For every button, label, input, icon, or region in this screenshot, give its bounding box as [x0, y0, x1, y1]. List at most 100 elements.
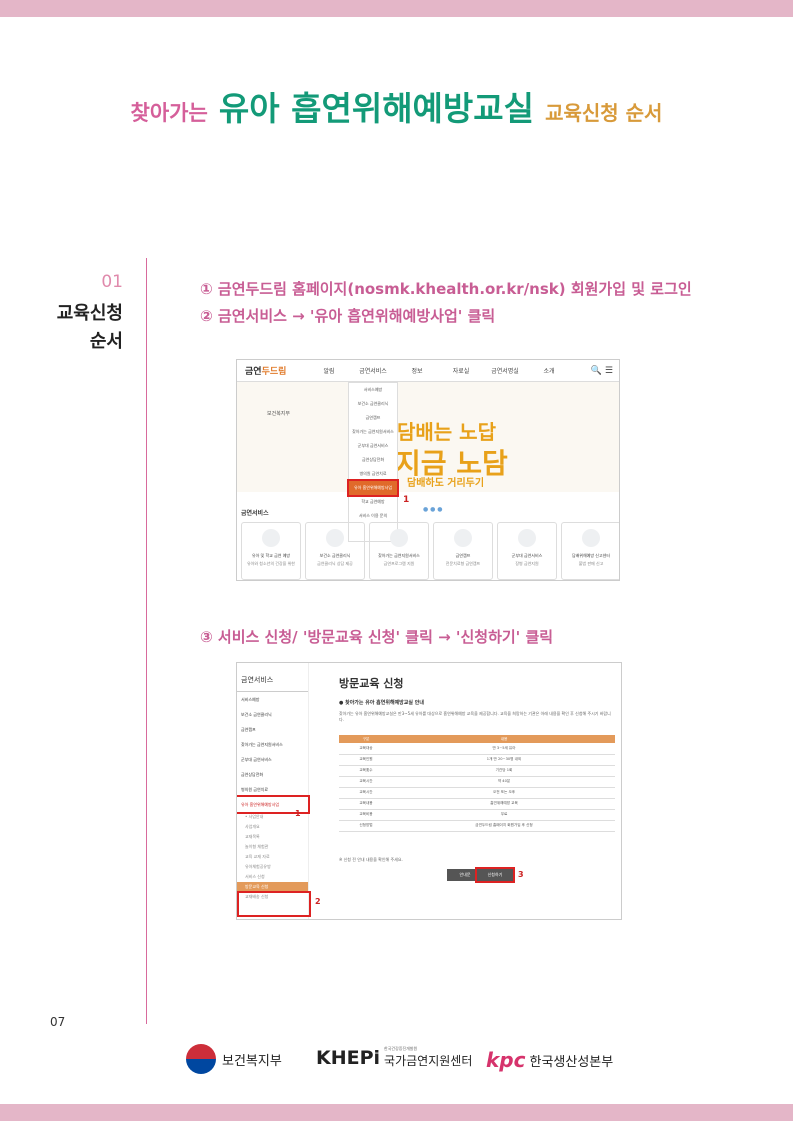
- dropdown-item[interactable]: 금연캠프: [365, 415, 381, 420]
- nav-item[interactable]: 알림: [323, 368, 335, 375]
- nav-item[interactable]: 정보: [411, 368, 423, 375]
- side-item[interactable]: 보건소 금연클리닉: [241, 712, 272, 717]
- step-label-line1: 교육신청: [56, 303, 123, 324]
- side-item[interactable]: 군부대 금연서비스: [241, 757, 272, 762]
- dropdown-item[interactable]: 학교 금연예방: [361, 499, 385, 504]
- content-subtitle: ● 찾아가는 유아 흡연위해예방교실 안내: [339, 700, 424, 706]
- side-subitem[interactable]: 교재배송 신청: [245, 894, 269, 899]
- side-subitem[interactable]: 교육 교재 자료: [245, 854, 270, 859]
- step-label: 교육신청 순서: [13, 300, 123, 356]
- table-header: 구분: [339, 735, 393, 743]
- title-suffix: 교육신청 순서: [545, 101, 663, 125]
- nav-item[interactable]: 금연서명실: [491, 368, 519, 375]
- taeguk-emblem-icon: [186, 1044, 216, 1074]
- apply-button[interactable]: 신청하기: [475, 867, 515, 883]
- step-marker: 1: [403, 495, 410, 505]
- page-title: 찾아가는 유아 흡연위해예방교실 교육신청 순서: [0, 82, 793, 130]
- side-item[interactable]: 금연상담전화: [241, 772, 264, 777]
- dropdown-item[interactable]: 서비스 이용 문의: [358, 513, 388, 518]
- highlight-box: [237, 891, 311, 917]
- nav-item[interactable]: 자료실: [452, 368, 470, 375]
- side-item[interactable]: 병의원 금연치료: [241, 787, 269, 792]
- side-menu-title: 금연서비스: [237, 663, 308, 692]
- side-subitem[interactable]: 놀이형 체험관: [245, 844, 269, 849]
- dropdown-item[interactable]: 금연상담전화: [361, 457, 385, 462]
- content-note: ※ 신청 전 안내 내용을 확인해 주세요.: [339, 857, 403, 862]
- instruction-3: ③ 서비스 신청/ '방문교육 신청' 클릭 → '신청하기' 클릭: [200, 628, 554, 646]
- dropdown-item[interactable]: 찾아가는 금연지원서비스: [352, 429, 394, 434]
- ministry-logo: 보건복지부: [267, 411, 291, 417]
- nav-item[interactable]: 소개: [543, 368, 555, 375]
- divider-line: [146, 258, 147, 1024]
- table-header: 내용: [393, 735, 615, 743]
- side-item[interactable]: 금연캠프: [241, 727, 256, 732]
- title-prefix: 찾아가는: [130, 101, 208, 125]
- step-number: 01: [101, 272, 123, 292]
- hero-text: 담배는 노답: [397, 420, 496, 444]
- screenshot-apply-page: 금연서비스 서비스예방 보건소 금연클리닉 금연캠프 찾아가는 금연지원서비스 …: [236, 662, 622, 920]
- side-item[interactable]: 서비스예방: [241, 697, 260, 702]
- hero-text: 담배하도 거리두기: [407, 478, 485, 489]
- page-number: 07: [50, 1015, 66, 1029]
- service-icon: [262, 529, 280, 547]
- service-icon: [390, 529, 408, 547]
- side-subitem-highlighted[interactable]: 방문교육 신청: [237, 882, 308, 892]
- step-marker: 2: [315, 897, 321, 906]
- nav-item[interactable]: 금연서비스: [359, 368, 387, 375]
- side-subheading[interactable]: • 사업안내: [245, 814, 264, 819]
- kpc-logo: kpc 한국생산성본부: [486, 1048, 614, 1072]
- screenshot-homepage: 금연두드림 알림 금연서비스 정보 자료실 금연서명실 소개 🔍 ☰ 보건복지부…: [236, 359, 620, 581]
- hero-banner: 보건복지부 담배는 노답 지금 노담 담배하도 거리두기 ● ● ●: [237, 382, 619, 513]
- side-subitem[interactable]: 유아체험공유방: [245, 864, 271, 869]
- guide-button[interactable]: 안내문: [447, 869, 483, 881]
- title-main: 유아 흡연위해예방교실: [218, 89, 534, 128]
- dropdown-item[interactable]: 서비스예방: [363, 387, 383, 392]
- side-subitem[interactable]: 사업개요: [245, 824, 260, 829]
- service-icon: [326, 529, 344, 547]
- top-band: [0, 0, 793, 17]
- site-logo[interactable]: 금연두드림: [245, 367, 287, 377]
- content-title: 방문교육 신청: [339, 677, 404, 690]
- step-label-line2: 순서: [89, 331, 123, 352]
- service-icon: [454, 529, 472, 547]
- instruction-2: ② 금연서비스 → '유아 흡연위해예방사업' 클릭: [200, 307, 496, 325]
- side-subitem[interactable]: 서비스 신청: [245, 874, 265, 879]
- instruction-1: ① 금연두드림 홈페이지(nosmk.khealth.or.kr/nsk) 회원…: [200, 280, 692, 298]
- dropdown-item[interactable]: 병의원 금연치료: [359, 471, 387, 476]
- side-item[interactable]: 찾아가는 금연지원서비스: [241, 742, 283, 747]
- service-icon: [582, 529, 600, 547]
- ministry-logo: 보건복지부: [186, 1044, 282, 1074]
- hero-text: 지금 노담: [395, 447, 508, 480]
- khepi-logo: KHEPi 한국건강증진개발원 국가금연지원센터: [316, 1046, 473, 1069]
- footer-logos: 보건복지부 KHEPi 한국건강증진개발원 국가금연지원센터 kpc 한국생산성…: [186, 1042, 626, 1078]
- dropdown-item[interactable]: 보건소 금연클리닉: [357, 401, 389, 406]
- side-subitem[interactable]: 교재목록: [245, 834, 260, 839]
- content-description: 찾아가는 유아 흡연위해예방교실은 만3~5세 유아를 대상으로 흡연위해예방 …: [339, 711, 611, 722]
- dropdown-item[interactable]: 군부대 금연서비스: [357, 443, 389, 448]
- section-heading: 금연서비스: [241, 510, 269, 517]
- search-menu-icons[interactable]: 🔍 ☰: [590, 365, 613, 376]
- side-item-highlighted[interactable]: 유아 흡연위해예방사업: [237, 795, 310, 814]
- site-nav: 금연두드림 알림 금연서비스 정보 자료실 금연서명실 소개 🔍 ☰: [237, 360, 619, 382]
- carousel-dots[interactable]: ● ● ●: [423, 506, 443, 513]
- bottom-band: [0, 1104, 793, 1121]
- service-icon: [518, 529, 536, 547]
- dropdown-item-highlighted[interactable]: 유아 흡연위해예방사업: [347, 479, 399, 497]
- step-marker: 3: [518, 870, 524, 879]
- step-marker: 1: [295, 809, 301, 818]
